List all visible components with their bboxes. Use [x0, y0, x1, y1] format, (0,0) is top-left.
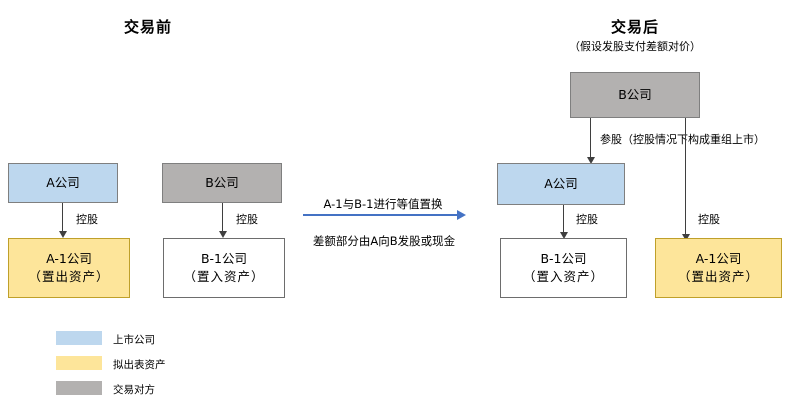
legend-swatch-divest-asset [56, 356, 102, 370]
node-right-a-company-label: A公司 [544, 175, 578, 191]
node-left-b1-company-label: B-1公司 [200, 250, 248, 266]
swap-arrow-head [457, 210, 466, 220]
edge-right-b-to-a-arrowhead [586, 157, 595, 164]
swap-label-below: 差额部分由A向B发股或现金 [312, 234, 456, 248]
right-panel-subtitle: （假设发股支付差额对价） [569, 40, 701, 53]
edge-right-b-to-a1-line [685, 118, 686, 236]
left-panel-title: 交易前 [123, 18, 172, 36]
node-left-a1-company-sublabel: （置出资产） [28, 269, 110, 284]
node-left-a1-company: A-1公司 （置出资产） [8, 238, 130, 298]
node-right-a1-company-label: A-1公司 [695, 250, 742, 266]
edge-left-a-to-a1-label: 控股 [76, 213, 98, 226]
node-right-b1-company-label: B-1公司 [540, 250, 587, 266]
edge-right-b-to-a-label: 参股（控股情况下构成重组上市） [600, 133, 765, 146]
edge-right-a-to-b1-label: 控股 [576, 213, 598, 226]
edge-left-b-to-b1-arrowhead [218, 231, 227, 238]
legend-label-counterparty: 交易对方 [113, 384, 155, 396]
legend-label-divest-asset: 拟出表资产 [113, 359, 166, 371]
node-left-b-company: B公司 [162, 163, 282, 203]
edge-right-b-to-a-line [590, 118, 591, 160]
edge-left-a-to-a1-line [62, 203, 63, 232]
node-right-b1-company: B-1公司 （置入资产） [500, 238, 627, 298]
edge-left-b-to-b1-label: 控股 [236, 213, 258, 226]
legend-swatch-listed-company [56, 331, 102, 345]
node-left-b1-company: B-1公司 （置入资产） [163, 238, 285, 298]
legend-label-listed-company: 上市公司 [113, 334, 155, 346]
node-right-a-company: A公司 [497, 163, 625, 205]
edge-right-a-to-b1-line [563, 205, 564, 233]
legend-swatch-counterparty [56, 381, 102, 395]
edge-left-a-to-a1-arrowhead [58, 231, 67, 238]
node-left-a1-company-label: A-1公司 [46, 250, 92, 266]
node-left-b1-company-sublabel: （置入资产） [183, 269, 265, 284]
edge-right-a-to-b1-arrowhead [559, 232, 568, 239]
edge-right-b-to-a1-label: 控股 [698, 213, 720, 226]
swap-label-above: A-1与B-1进行等值置换 [323, 197, 443, 211]
right-panel-title: 交易后 [610, 18, 659, 36]
node-right-a1-company-sublabel: （置出资产） [677, 269, 759, 284]
node-right-b-company-label: B公司 [618, 86, 652, 102]
node-right-b1-company-sublabel: （置入资产） [522, 269, 604, 284]
edge-right-b-to-a1-arrowhead [681, 234, 690, 241]
edge-left-b-to-b1-line [222, 203, 223, 232]
node-left-a-company: A公司 [8, 163, 118, 203]
swap-arrow-line [303, 214, 458, 216]
node-right-b-company: B公司 [570, 72, 700, 118]
node-left-a-company-label: A公司 [46, 174, 80, 190]
node-right-a1-company: A-1公司 （置出资产） [655, 238, 782, 298]
node-left-b-company-label: B公司 [205, 174, 239, 190]
